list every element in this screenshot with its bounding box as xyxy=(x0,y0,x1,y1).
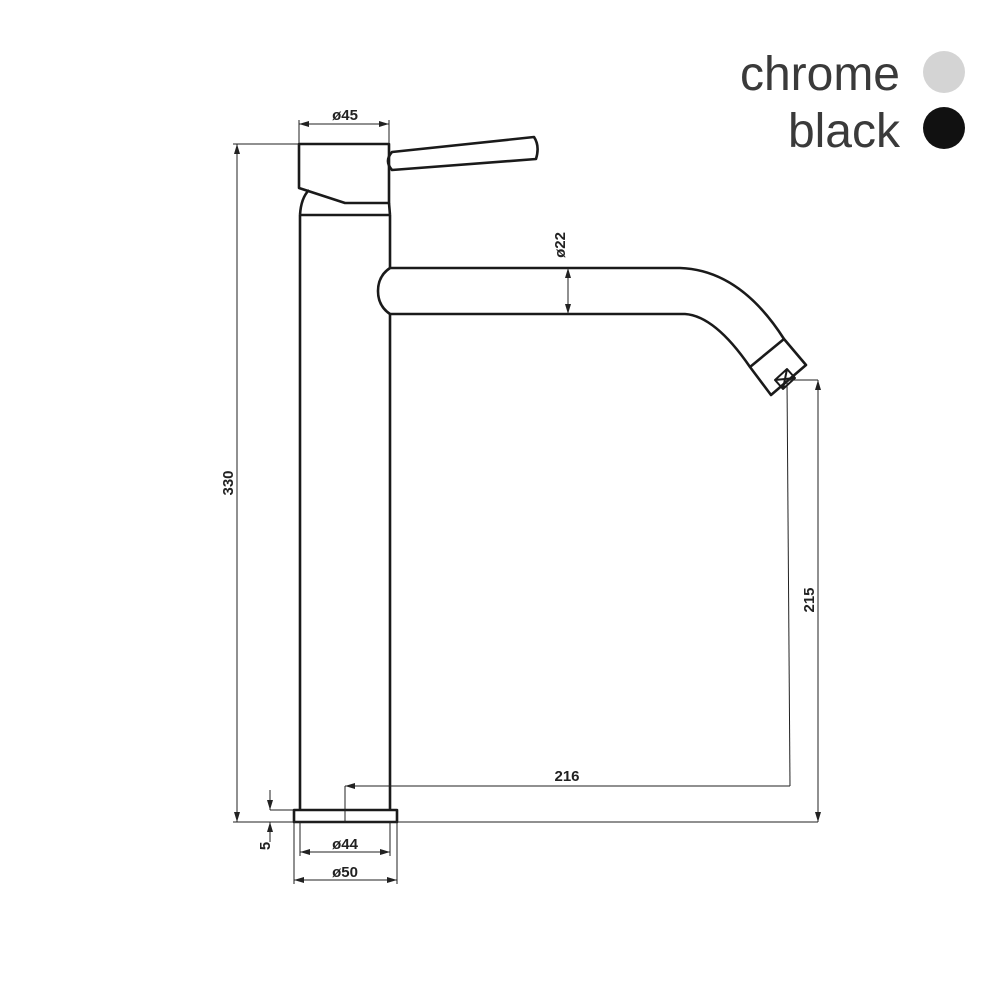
dimension-lines xyxy=(233,120,821,884)
dim-total-height: 330 xyxy=(220,470,237,495)
black-swatch-icon xyxy=(923,107,965,149)
legend-chrome-label: chrome xyxy=(740,48,900,101)
faucet-outline xyxy=(292,135,808,824)
chrome-swatch-icon xyxy=(923,51,965,93)
dim-base-thickness: 5 xyxy=(257,842,274,850)
dim-spout-diameter: ø22 xyxy=(552,232,569,258)
dim-spout-height: 215 xyxy=(801,587,818,612)
dim-handle-diameter: ø45 xyxy=(332,107,358,124)
dim-body-diameter: ø44 xyxy=(332,836,359,853)
legend-black-label: black xyxy=(788,105,901,158)
dim-base-diameter: ø50 xyxy=(332,864,358,881)
dim-spout-reach: 216 xyxy=(554,768,579,785)
